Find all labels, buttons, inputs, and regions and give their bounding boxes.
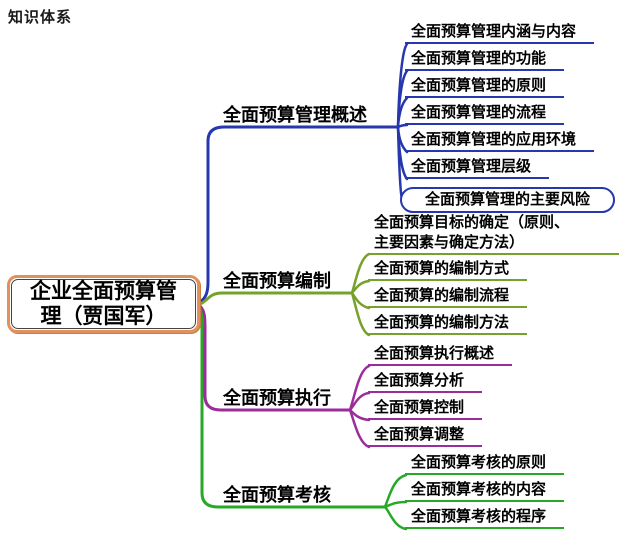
branch-assessment[interactable]: 全面预算考核 xyxy=(223,485,331,505)
branch-compilation[interactable]: 全面预算编制 xyxy=(223,271,331,291)
subtopic[interactable]: 全面预算的编制方法 xyxy=(368,313,528,335)
subtopic[interactable]: 全面预算管理的流程 xyxy=(405,103,565,125)
subtopic[interactable]: 全面预算分析 xyxy=(368,371,483,393)
branch-execution[interactable]: 全面预算执行 xyxy=(223,388,331,408)
subtopic[interactable]: 全面预算执行概述 xyxy=(368,344,513,366)
branch3-lines xyxy=(198,304,371,449)
central-topic-label: 企业全面预算管 理（贾国军） xyxy=(30,279,177,328)
subtopic[interactable]: 全面预算控制 xyxy=(368,398,483,420)
central-topic-inner-border: 企业全面预算管 理（贾国军） xyxy=(11,279,196,329)
page-title: 知识体系 xyxy=(8,9,73,26)
subtopic[interactable]: 全面预算管理内涵与内容 xyxy=(405,22,595,44)
subtopic[interactable]: 全面预算目标的确定（原则、 主要因素与确定方法） xyxy=(368,213,619,255)
subtopic[interactable]: 全面预算管理的原则 xyxy=(405,76,565,98)
branch2-lines xyxy=(198,252,371,337)
subtopic[interactable]: 全面预算考核的程序 xyxy=(405,507,565,529)
subtopic[interactable]: 全面预算考核的原则 xyxy=(405,453,565,475)
subtopic[interactable]: 全面预算管理层级 xyxy=(405,157,550,179)
branch-overview[interactable]: 全面预算管理概述 xyxy=(223,105,367,125)
subtopic[interactable]: 全面预算考核的内容 xyxy=(405,480,565,502)
subtopic[interactable]: 全面预算管理的功能 xyxy=(405,49,565,71)
subtopic[interactable]: 全面预算的编制方式 xyxy=(368,259,528,281)
central-topic[interactable]: 企业全面预算管 理（贾国军） xyxy=(7,275,200,333)
subtopic[interactable]: 全面预算的编制流程 xyxy=(368,286,528,308)
subtopic-boxed-main-risks[interactable]: 全面预算管理的主要风险 xyxy=(400,187,615,213)
subtopic[interactable]: 全面预算调整 xyxy=(368,425,483,447)
subtopic[interactable]: 全面预算管理的应用环境 xyxy=(405,130,595,152)
